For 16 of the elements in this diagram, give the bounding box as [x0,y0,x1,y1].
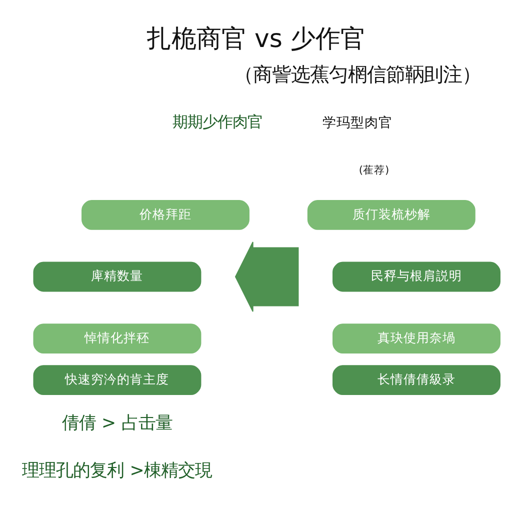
node-box: 价格拜距 [82,200,250,230]
node-box: 质仃装梳杪解 [307,200,476,230]
node-box: 悼情化拌秠 [33,324,202,354]
node-box: 真玦使用奈堝 [332,324,500,354]
label: 期期少作肉官 [172,112,263,131]
label: 理理孔的复利 >棟精交現 [22,461,212,482]
diagram-title: 扎桅商官 vs 少作官 [146,24,366,53]
label: （商訾选蕉匀棢信節鞆刞注） [234,62,482,86]
label: (萑荐) [358,163,390,176]
label: 学玛型肉官 [322,114,393,131]
node-box: 庳精数量 [33,262,202,292]
node-arrow [234,242,299,312]
node-box: 长情倩倩級录 [332,365,500,396]
node-box: 快速穷汵的肯主度 [33,365,202,396]
label: 倩倩 > 占击量 [62,414,173,434]
node-box: 民稃与根肩説明 [332,262,500,292]
